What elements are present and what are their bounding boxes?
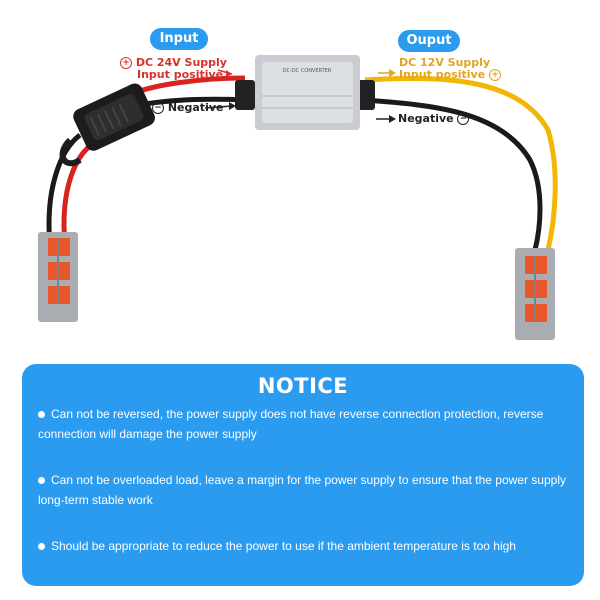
right-connector — [515, 248, 555, 340]
minus-icon: − — [152, 102, 164, 114]
left-connector — [38, 232, 78, 322]
input-positive-label: Input positive — [137, 68, 224, 81]
notice-item-text: Can not be overloaded load, leave a marg… — [38, 473, 566, 507]
notice-item-text: Can not be reversed, the power supply do… — [38, 407, 544, 441]
bullet-icon — [38, 543, 45, 551]
notice-item: Can not be overloaded load, leave a marg… — [38, 470, 568, 510]
output-negative-text: Negative — [398, 112, 454, 125]
input-supply-text: DC 24V Supply — [135, 56, 227, 69]
output-pill: Ouput — [398, 30, 460, 52]
converter-illustration: DC-DC CONVERTER — [38, 55, 558, 340]
bullet-icon — [38, 411, 45, 419]
fuse-holder — [73, 83, 155, 151]
notice-item: Can not be reversed, the power supply do… — [38, 404, 568, 444]
output-positive-label: Input positive + — [399, 69, 501, 81]
output-positive-text: Input positive — [399, 68, 486, 81]
input-pill: Input — [150, 28, 208, 50]
output-supply-label: DC 12V Supply — [399, 56, 491, 69]
notice-title: NOTICE — [257, 374, 349, 398]
product-diagram: DC-DC CONVERTER Input Ouput + — [38, 28, 558, 340]
output-negative-label: Negative − — [398, 112, 470, 125]
plus-icon: + — [488, 69, 501, 81]
plus-icon: + — [120, 57, 132, 69]
converter-label: DC-DC CONVERTER — [283, 68, 332, 74]
input-supply-label: + DC 24V Supply — [120, 57, 227, 69]
input-negative-label: − Negative — [152, 102, 223, 114]
notice-item-text: Should be appropriate to reduce the powe… — [51, 539, 516, 553]
input-negative-text: Negative — [167, 101, 224, 114]
notice-item: Should be appropriate to reduce the powe… — [38, 536, 568, 556]
notice-panel: NOTICE Can not be reversed, the power su… — [22, 364, 584, 586]
minus-icon: − — [457, 113, 470, 125]
bullet-icon — [38, 477, 45, 485]
converter-box: DC-DC CONVERTER — [235, 55, 375, 130]
